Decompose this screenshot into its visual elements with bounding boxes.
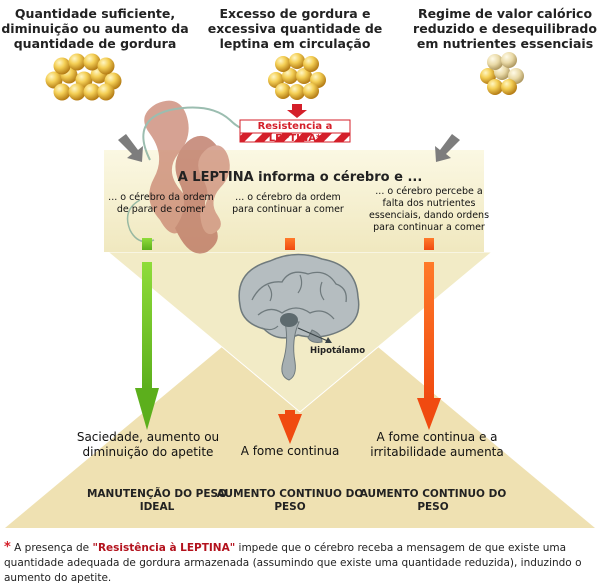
- result-ideal-weight: MANUTENÇÃO DO PESO IDEAL: [86, 488, 228, 513]
- footnote-star: *: [4, 540, 11, 555]
- result-weight-gain-right: AUMENTO CONTINUO DO PESO: [359, 488, 507, 513]
- fat-cells-excess: [268, 53, 326, 100]
- resistance-bar: [239, 119, 351, 143]
- outcome-hunger-irritability: A fome continua e a irritabilidade aumen…: [370, 430, 504, 459]
- message-missing-nutrients: ... o cérebro percebe a falta dos nutrie…: [368, 186, 490, 233]
- gray-arrow-left: [118, 134, 143, 162]
- footnote-highlight: "Resistência à LEPTINA": [92, 542, 236, 554]
- fat-cells-normal: [45, 53, 122, 101]
- gray-arrow-right: [435, 134, 460, 162]
- hypothalamus-label: Hipotálamo: [310, 346, 366, 356]
- outcome-satiety: Saciedade, aumento ou diminuição do apet…: [76, 430, 220, 459]
- resistance-arrow: [287, 104, 307, 118]
- scenario-label-excess: Excesso de gordura e excessiva quantidad…: [207, 6, 383, 51]
- footnote: * A presença de "Resistência à LEPTINA" …: [4, 540, 596, 586]
- resistance-label: Resistencia a LEPTINA*: [257, 121, 333, 144]
- fat-cells-diet: [480, 52, 524, 95]
- scenario-label-diet: Regime de valor calórico reduzido e dese…: [413, 6, 597, 51]
- arrow-satiety: [135, 238, 159, 430]
- message-keep-eating: ... o cérebro da ordem para continuar a …: [232, 192, 344, 215]
- central-title: A LEPTINA informa o cérebro e ...: [177, 170, 423, 185]
- brain-illustration: [238, 253, 360, 381]
- arrow-hunger-irritability: [417, 238, 441, 430]
- footnote-text-start: A presença de: [10, 542, 93, 554]
- message-stop-eating: ... o cérebro da ordem de parar de comer: [108, 192, 214, 215]
- outcome-hunger: A fome continua: [240, 444, 340, 458]
- arrow-hunger: [278, 238, 302, 444]
- result-weight-gain-center: AUMENTO CONTINUO DO PESO: [216, 488, 364, 513]
- diagram-canvas: [5, 52, 595, 528]
- scenario-label-normal: Quantidade suficiente, diminuição ou aum…: [1, 6, 189, 51]
